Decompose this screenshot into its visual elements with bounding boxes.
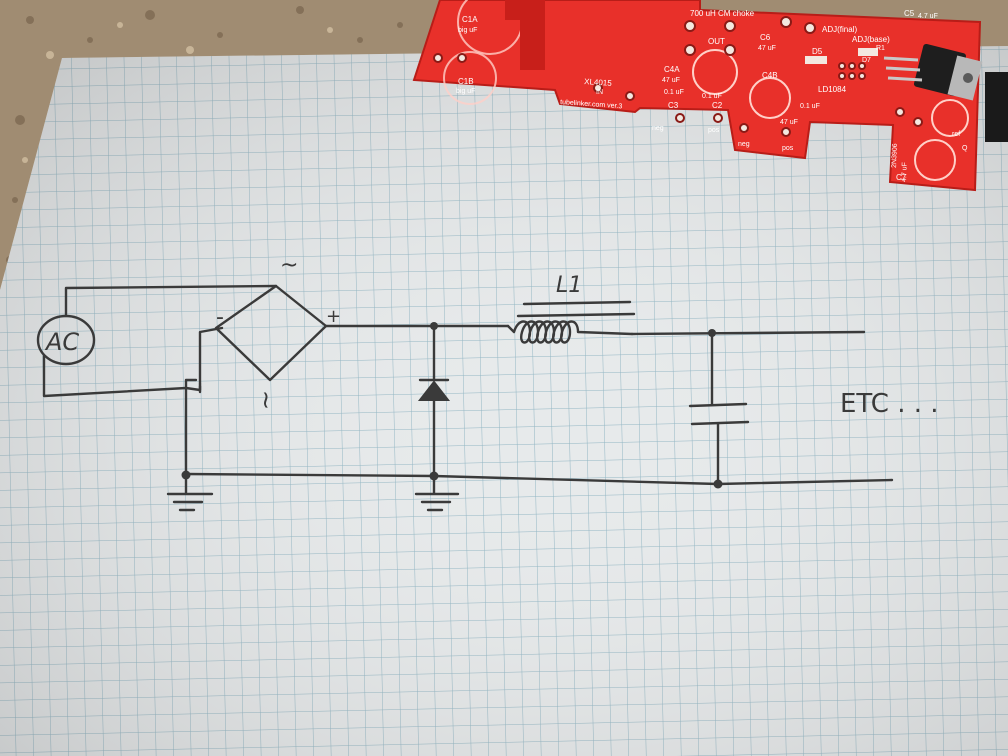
pcb-label-out: OUT <box>708 37 725 46</box>
pcb-label-c7: C7 <box>896 173 907 182</box>
pcb-label-big-uf-2: big uF <box>456 88 475 95</box>
bridge-ac-bottom-mark: ~ <box>252 390 280 410</box>
pcb-label-c4a-val: 47 uF <box>662 77 680 84</box>
pcb-label-pos-1: pos <box>708 127 720 134</box>
junction-dot-ground-2 <box>429 471 439 481</box>
pcb-label-d5: D5 <box>812 47 823 56</box>
pcb-label-c2: C2 <box>712 101 723 110</box>
inductor-coil <box>506 320 634 344</box>
capacitor-top-plate <box>688 402 748 408</box>
diode-triangle <box>417 380 451 401</box>
pcb-label-c4b-val: 47 uF <box>780 119 798 126</box>
c7-pad <box>914 139 956 181</box>
ac-source-top-lead <box>64 284 278 318</box>
pcb-label-c3-val: 0.1 uF <box>664 89 684 96</box>
pcb-board-credit: tubelinker.com ver.3 <box>560 99 623 110</box>
junction-dot-diode-top <box>430 322 438 330</box>
pcb-holes <box>433 16 923 137</box>
pcb-label-c7-val: 2N3906 <box>891 143 899 168</box>
pcb-label-c5-val: 4.7 uF <box>918 13 938 20</box>
ac-source-label: AC <box>44 328 79 356</box>
to220-regulator-icon <box>883 43 983 101</box>
d7-footprint <box>858 48 878 56</box>
pcb-label-c3: C3 <box>668 101 679 110</box>
ground-rail <box>184 472 894 486</box>
pcb-label-neg-2: neg <box>738 141 750 148</box>
junction-dot-cap-top <box>708 329 716 337</box>
pcb-label-c4a: C4A <box>664 65 680 74</box>
inductor-core-line-2 <box>516 312 636 318</box>
c4a-pad <box>692 49 738 95</box>
pcb-label-choke: 700 uH CM choke <box>690 9 755 18</box>
pcb-label-ref: ref <box>952 131 960 138</box>
continuation-text: ETC . . . <box>840 389 939 419</box>
ground-symbol-2 <box>414 474 460 512</box>
junction-dots <box>181 322 723 489</box>
paper-shading <box>0 46 1008 756</box>
ground-symbol-1 <box>166 474 214 512</box>
c1b-pad <box>443 51 497 105</box>
pcb-label-adj-final: ADJ(final) <box>822 25 857 34</box>
pcb-label-q: Q <box>962 145 968 152</box>
bridge-minus-mark: - <box>216 305 224 330</box>
bridge-plus-mark: + <box>326 306 341 327</box>
pcb-label-c5: C5 <box>904 9 915 18</box>
pcb-label-c6: C6 <box>760 33 771 42</box>
bridge-to-ground-lead <box>184 378 198 478</box>
pcb-label-c4b: C4B <box>762 71 778 80</box>
pcb-label-in: IN <box>596 89 603 96</box>
pcb-label-c6-val: 47 uF <box>758 45 776 52</box>
bridge-rectifier <box>214 284 328 382</box>
pcb-label-ld1084: LD1084 <box>818 85 847 94</box>
pcb-label-r1: R1 <box>876 45 885 52</box>
d5-footprint <box>805 56 827 64</box>
pcb-label-xl4015: XL4015 <box>584 77 613 88</box>
junction-dot-ground-1 <box>181 470 191 480</box>
bridge-ac-top-mark: ~ <box>280 253 298 278</box>
pcb-board: C1A big uF C1B big uF XL4015 IN tubelink… <box>412 0 982 192</box>
c4b-pad <box>749 77 791 119</box>
pcb-label-c7-uf: 4.7 uF <box>901 162 909 182</box>
inductor-label: L1 <box>556 273 582 298</box>
pcb-label-pos-2: pos <box>782 145 794 152</box>
pcb-outline <box>412 0 982 192</box>
pcb-label-neg-1: neg <box>652 125 664 132</box>
c8-pad <box>931 99 969 137</box>
pcb-label-adj-base: ADJ(base) <box>852 35 890 44</box>
copper-trace-21 <box>505 0 545 70</box>
capacitor-bottom-plate <box>690 420 750 426</box>
dark-object-edge <box>985 72 1008 142</box>
bridge-minus-lead <box>198 326 224 386</box>
pcb-label-c2-val: 0.1 uF <box>702 93 722 100</box>
pcb-label-c8-val: 0.1 uF <box>800 103 820 110</box>
pcb-label-c1a: C1A <box>462 15 478 24</box>
output-rail <box>630 330 866 336</box>
pcb-label-d7: D7 <box>862 57 871 64</box>
junction-dot-ground-3 <box>713 479 723 489</box>
pcb-label-big-uf-1: big uF <box>458 27 477 34</box>
pcb-label-c1b: C1B <box>458 77 474 86</box>
inductor-core-line-1 <box>522 300 632 306</box>
schematic-drawing <box>36 284 894 512</box>
